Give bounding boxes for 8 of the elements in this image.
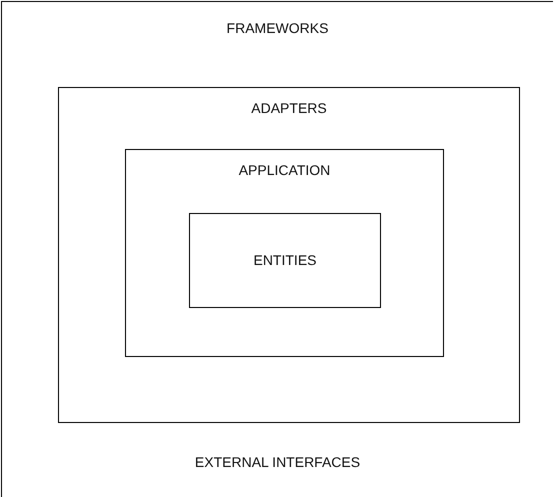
layer-box	[58, 87, 520, 423]
layer-label: EXTERNAL INTERFACES	[194, 454, 360, 470]
layer-label: FRAMEWORKS	[226, 20, 328, 36]
layer-label: ENTITIES	[253, 252, 316, 268]
core-box	[189, 213, 381, 308]
layer-label: APPLICATION	[238, 162, 330, 178]
layer-label: ADAPTERS	[251, 100, 327, 116]
layer-box	[125, 149, 444, 357]
